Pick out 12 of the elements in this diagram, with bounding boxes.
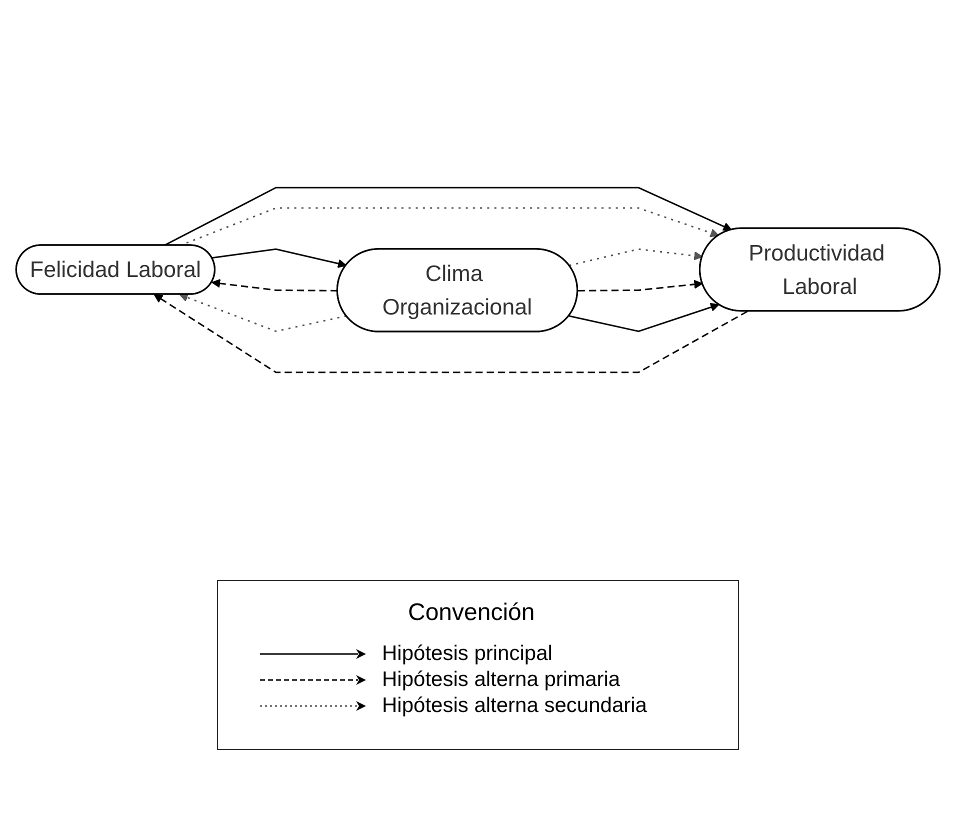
arrow (578, 280, 703, 292)
arrow (164, 186, 732, 246)
legend-text: Hipótesis alterna primaria (382, 668, 620, 692)
legend-text: Hipótesis principal (382, 642, 552, 666)
arrow (154, 294, 748, 374)
legend-text: Hipótesis alterna secundaria (382, 694, 647, 718)
arrow (212, 248, 347, 268)
arrow (211, 278, 338, 292)
legend-title: Convención (408, 599, 535, 627)
arrow (569, 302, 720, 332)
arrow (569, 248, 703, 266)
arrow (179, 293, 346, 332)
